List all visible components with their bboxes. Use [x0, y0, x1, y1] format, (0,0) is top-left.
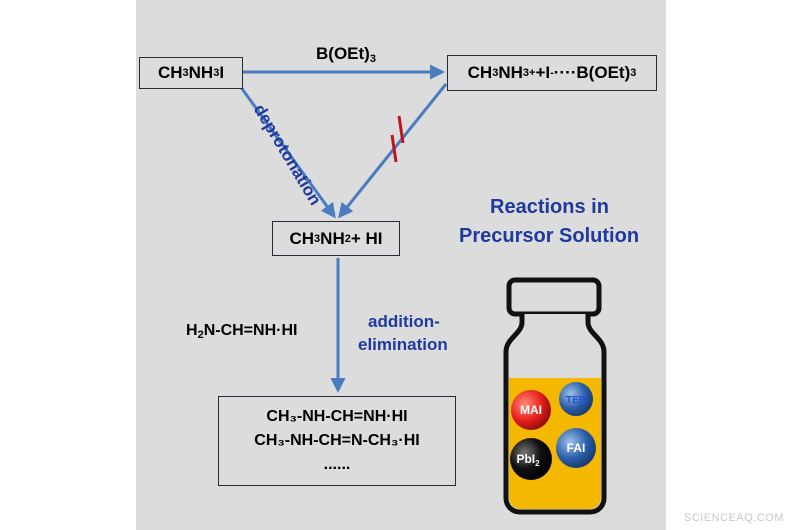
blocked-mark-1	[390, 134, 398, 163]
title-line-1: Reactions in	[490, 196, 609, 218]
ball-fai	[556, 428, 596, 468]
ball-label-pbi2: PbI2	[516, 452, 540, 468]
label-reagent: B(OEt)3	[316, 44, 376, 65]
ball-pbi2	[510, 438, 552, 480]
ball-teb	[559, 382, 593, 416]
blocked-mark-2	[397, 115, 405, 144]
watermark: SCIENCEAQ.COM	[683, 512, 784, 524]
box-products: CH₃-NH-CH=NH·HI CH₃-NH-CH=N-CH₃·HI .....…	[218, 396, 456, 486]
ball-label-mai: MAI	[520, 403, 542, 417]
product-line-3: ......	[323, 456, 351, 473]
label-addition: addition-	[368, 312, 440, 331]
label-formamidine: H2N-CH=NH·HI	[186, 322, 298, 341]
product-line-1: CH₃-NH-CH=NH·HI	[266, 408, 408, 425]
arrow-deprotonation	[238, 85, 336, 219]
product-line-2: CH₃-NH-CH=N-CH₃·HI	[254, 432, 420, 449]
title-line-2: Precursor Solution	[459, 225, 640, 247]
ball-label-fai: FAI	[567, 441, 586, 455]
ball-label-teb: TEB	[566, 395, 586, 406]
ball-mai	[511, 390, 551, 430]
bottle-cap	[506, 277, 602, 317]
label-elimination: elimination	[358, 335, 448, 354]
